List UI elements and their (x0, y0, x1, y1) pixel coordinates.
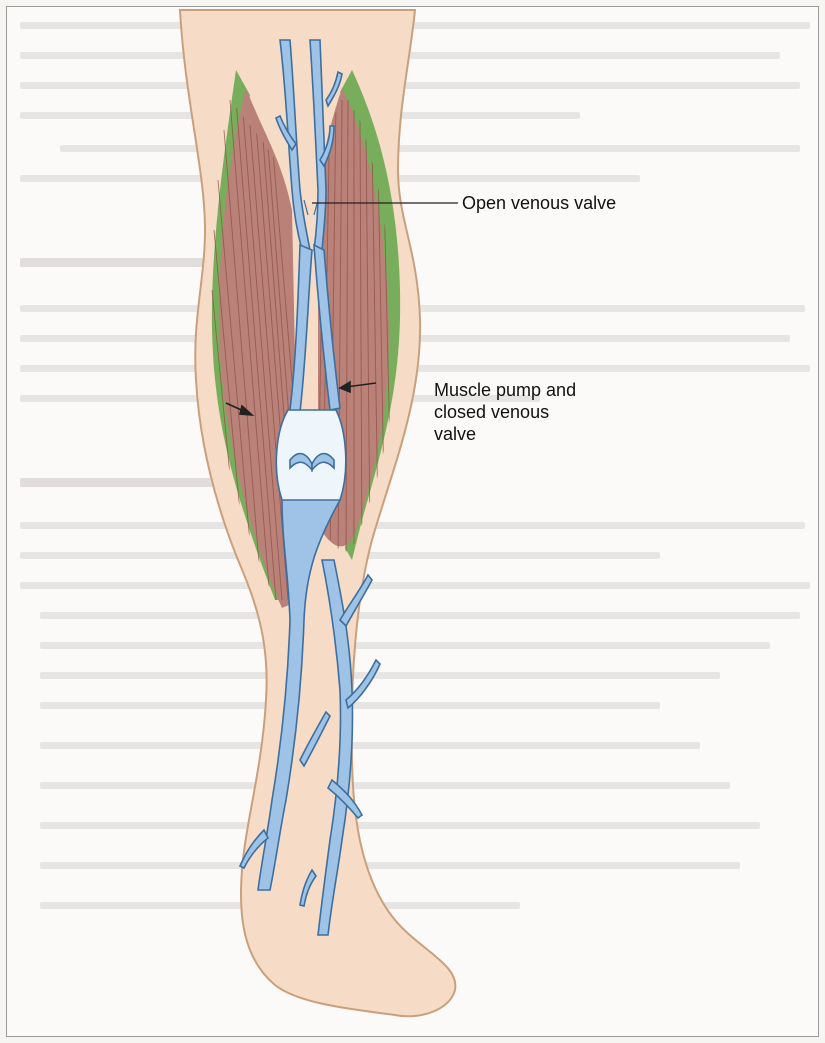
muscle-pump-label-line-2: closed venous (434, 401, 634, 423)
muscle-pump-label: Muscle pump and closed venous valve (434, 379, 634, 445)
open-venous-valve-label: Open venous valve (462, 192, 616, 214)
muscle-pump-label-line-1: Muscle pump and (434, 379, 634, 401)
muscle-pump-label-line-3: valve (434, 423, 634, 445)
